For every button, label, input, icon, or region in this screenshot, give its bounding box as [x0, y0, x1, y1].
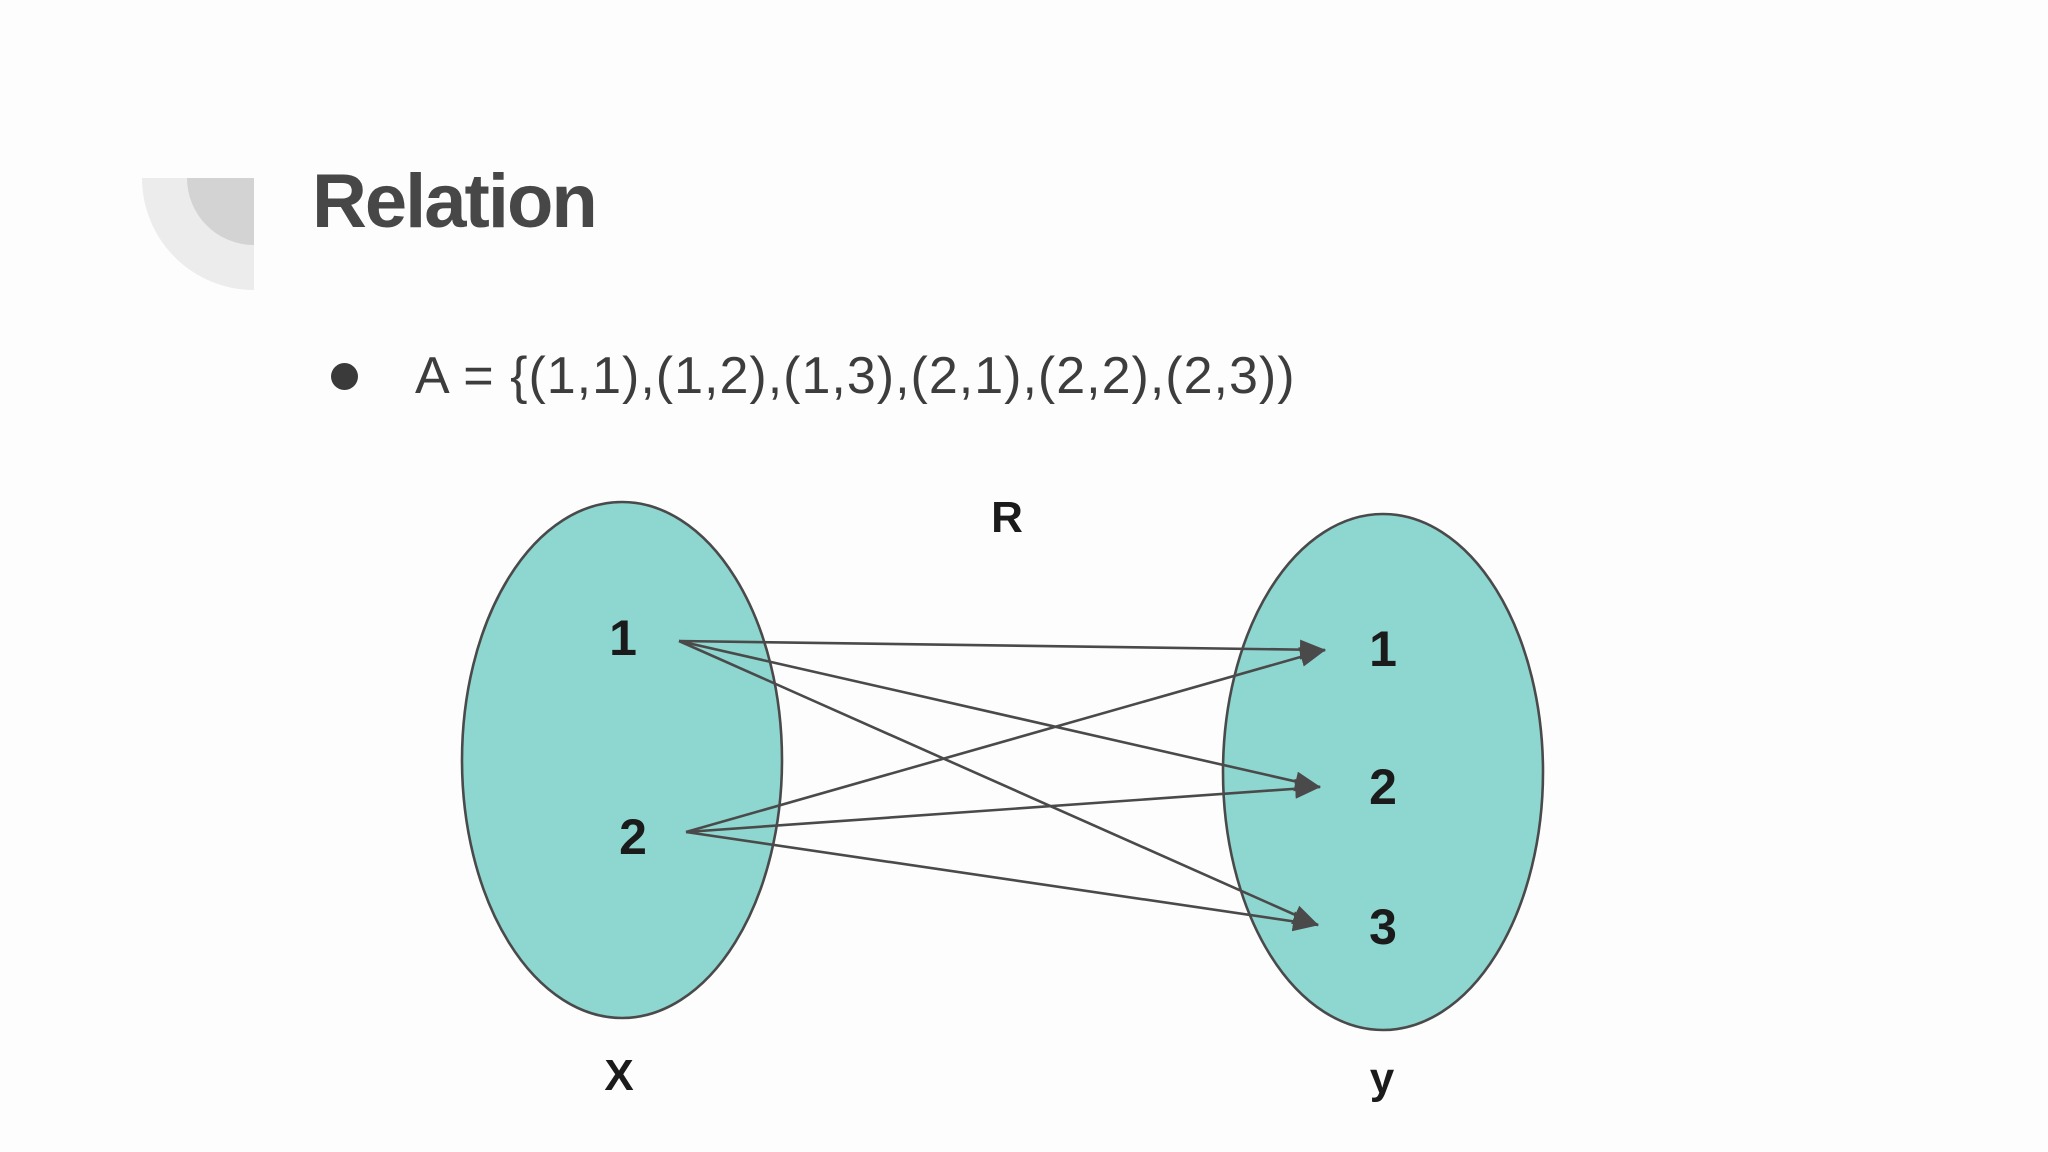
bullet-point-icon	[331, 363, 358, 390]
right-element-3: 3	[1369, 899, 1397, 955]
relation-arrow-1-2	[678, 639, 1321, 792]
right-set-name-label: y	[1370, 1054, 1395, 1103]
relation-name-label: R	[991, 493, 1023, 542]
relation-arrow-1-3	[678, 639, 1319, 927]
page-title: Relation	[312, 159, 598, 244]
relation-set-definition: A = {(1,1),(1,2),(1,3),(2,1),(2,2),(2,3)…	[415, 347, 1296, 405]
relation-arrow-2-2	[685, 778, 1321, 834]
left-element-2: 2	[619, 809, 647, 865]
left-set-name-label: X	[604, 1051, 633, 1100]
relation-arrow-2-1	[685, 647, 1326, 834]
relation-arrows	[678, 639, 1326, 932]
relation-arrow-2-3	[685, 830, 1319, 932]
relation-arrow-1-1	[678, 639, 1326, 660]
left-element-1: 1	[609, 610, 637, 666]
right-element-1: 1	[1369, 621, 1397, 677]
right-element-2: 2	[1369, 759, 1397, 815]
left-set-ellipse	[460, 500, 784, 1020]
